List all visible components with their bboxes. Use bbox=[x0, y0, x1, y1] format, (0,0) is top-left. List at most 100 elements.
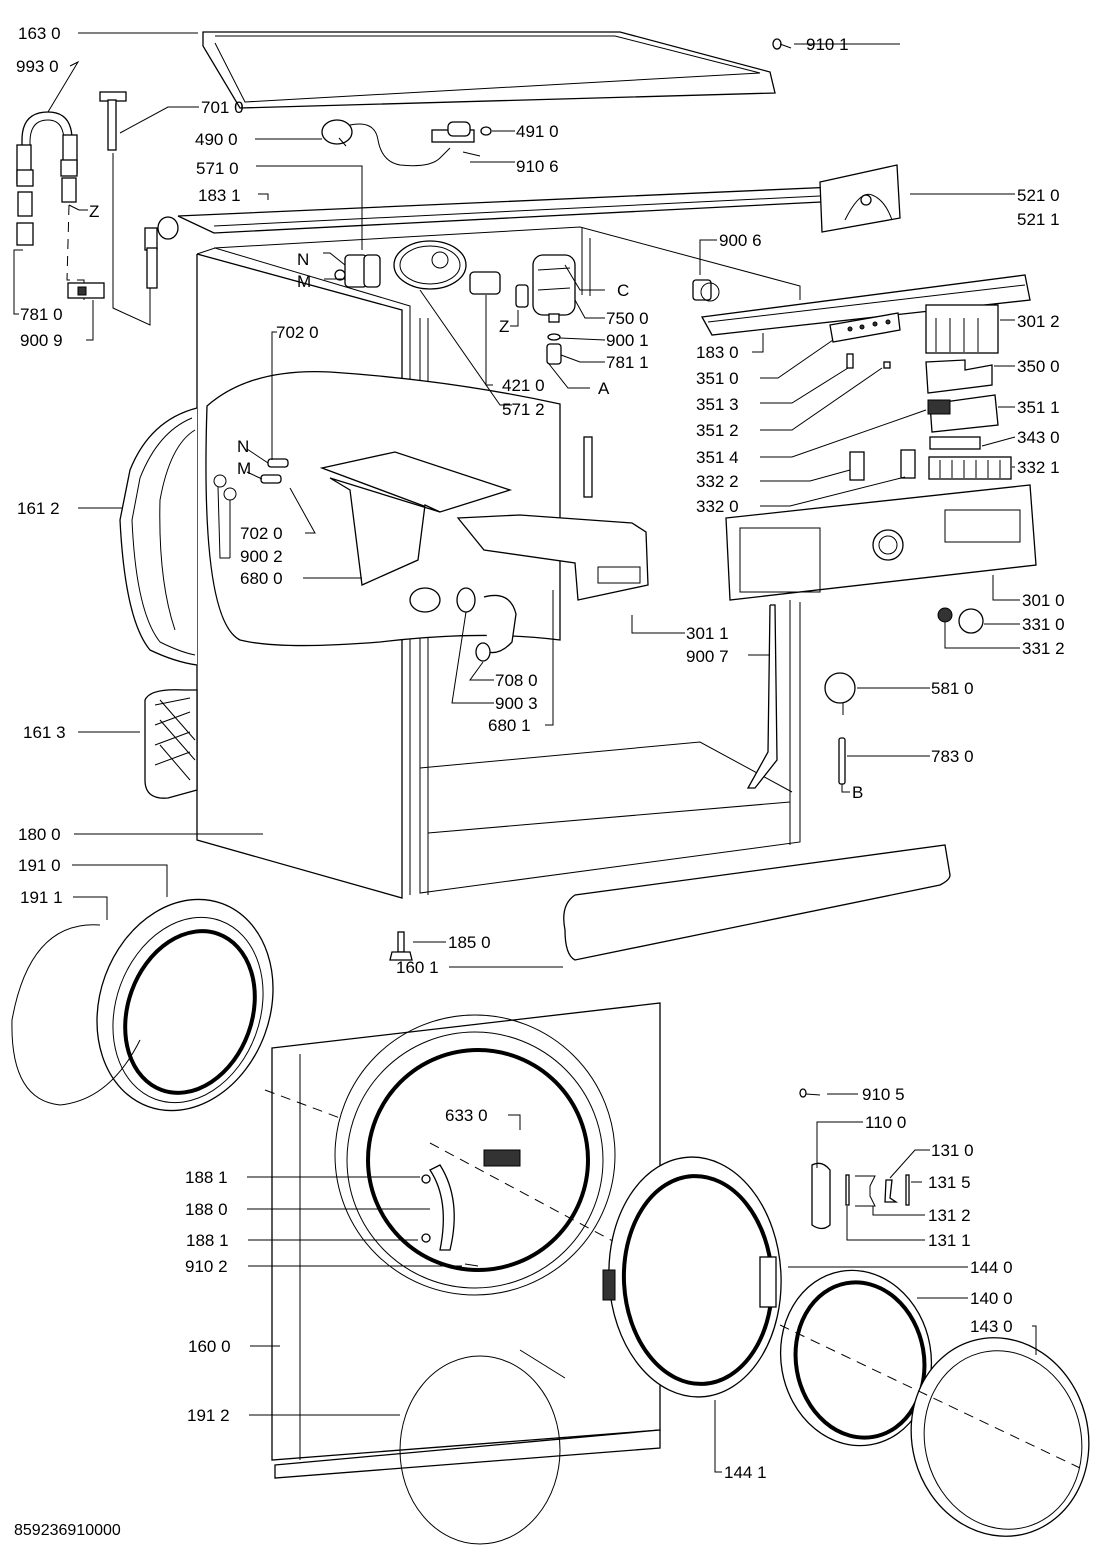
part-light-guide-351-3 bbox=[846, 353, 854, 369]
part-kick-plate bbox=[563, 844, 951, 961]
label-191-0: 191 0 bbox=[18, 856, 61, 875]
part-inlet-hose bbox=[99, 91, 179, 326]
label-581-0: 581 0 bbox=[931, 679, 974, 698]
label-n-top: N bbox=[297, 250, 309, 269]
part-ring-900-1 bbox=[547, 333, 561, 341]
label-708-0: 708 0 bbox=[495, 671, 538, 690]
label-183-0: 183 0 bbox=[696, 343, 739, 362]
label-332-0: 332 0 bbox=[696, 497, 739, 516]
label-781-0: 781 0 bbox=[20, 305, 63, 324]
part-control-panel bbox=[725, 484, 1037, 601]
part-electronic-board bbox=[925, 304, 999, 354]
label-351-2: 351 2 bbox=[696, 421, 739, 440]
part-screw-910-1 bbox=[772, 38, 792, 50]
label-680-0: 680 0 bbox=[240, 569, 283, 588]
part-door-glass bbox=[779, 1269, 933, 1447]
label-351-4: 351 4 bbox=[696, 448, 739, 467]
label-301-2: 301 2 bbox=[1017, 312, 1060, 331]
part-labels: 163 0 993 0 701 0 490 0 491 0 910 1 910 … bbox=[16, 24, 1065, 1482]
part-control-rail bbox=[700, 274, 1031, 336]
part-seal-wire bbox=[399, 1349, 566, 1545]
part-filter-cover bbox=[144, 689, 198, 799]
label-131-0: 131 0 bbox=[931, 1141, 974, 1160]
label-910-5: 910 5 bbox=[862, 1085, 905, 1104]
part-door-frame bbox=[602, 1156, 782, 1398]
label-900-3: 900 3 bbox=[495, 694, 538, 713]
label-701-0: 701 0 bbox=[201, 98, 244, 117]
label-160-1: 160 1 bbox=[396, 958, 439, 977]
part-hose-clamp-900-3 bbox=[456, 587, 476, 613]
label-131-2: 131 2 bbox=[928, 1206, 971, 1225]
part-handle-hook bbox=[884, 1179, 899, 1203]
part-handle-spring bbox=[855, 1175, 876, 1207]
part-door-handle bbox=[811, 1162, 831, 1230]
label-c: C bbox=[617, 281, 629, 300]
part-front-panel bbox=[271, 1002, 661, 1479]
label-332-1: 332 1 bbox=[1017, 458, 1060, 477]
label-110-0: 110 0 bbox=[865, 1113, 906, 1132]
label-180-0: 180 0 bbox=[18, 825, 61, 844]
leader-lines bbox=[13, 32, 1037, 1473]
document-number: 859236910000 bbox=[14, 1522, 121, 1539]
part-handle-rod bbox=[905, 1174, 910, 1206]
label-343-0: 343 0 bbox=[1017, 428, 1060, 447]
part-mains-cable bbox=[321, 119, 451, 167]
label-351-0: 351 0 bbox=[696, 369, 739, 388]
part-handle-pin bbox=[845, 1174, 850, 1206]
part-drain-hose-bend bbox=[16, 111, 85, 300]
part-hinge bbox=[421, 1164, 455, 1251]
label-131-1: 131 1 bbox=[928, 1231, 971, 1250]
part-dispenser-drawer bbox=[456, 514, 649, 601]
part-tube-m bbox=[260, 474, 282, 484]
label-331-2: 331 2 bbox=[1022, 639, 1065, 658]
part-hose-781-1 bbox=[546, 343, 562, 365]
label-350-0: 350 0 bbox=[1017, 357, 1060, 376]
part-screw-910-2 bbox=[464, 1263, 479, 1267]
label-571-0: 571 0 bbox=[196, 159, 239, 178]
label-781-1: 781 1 bbox=[606, 353, 649, 372]
label-900-1: 900 1 bbox=[606, 331, 649, 350]
part-inlet-valve bbox=[334, 254, 381, 288]
label-702-0-top: 702 0 bbox=[276, 323, 319, 342]
label-301-0: 301 0 bbox=[1022, 591, 1065, 610]
label-910-6: 910 6 bbox=[516, 157, 559, 176]
label-491-0: 491 0 bbox=[516, 122, 559, 141]
part-display-343 bbox=[929, 436, 981, 450]
label-188-0: 188 0 bbox=[185, 1200, 228, 1219]
part-button-strip bbox=[829, 312, 901, 343]
label-185-0: 185 0 bbox=[448, 933, 491, 952]
assembly-axis-door bbox=[779, 1324, 1081, 1469]
label-750-0: 750 0 bbox=[606, 309, 649, 328]
part-heater-reservoir bbox=[532, 254, 576, 323]
part-light-guide-351-2 bbox=[883, 361, 891, 369]
label-351-1: 351 1 bbox=[1017, 398, 1060, 417]
label-z-mid: Z bbox=[499, 317, 509, 336]
label-163-0: 163 0 bbox=[18, 24, 61, 43]
part-bellows-hose bbox=[475, 594, 517, 662]
part-rear-seal-frame bbox=[119, 407, 198, 666]
label-421-0: 421 0 bbox=[502, 376, 545, 395]
part-wiring-harness bbox=[746, 604, 778, 789]
part-key-332-0 bbox=[900, 449, 916, 479]
label-143-0: 143 0 bbox=[970, 1317, 1013, 1336]
label-161-2: 161 2 bbox=[17, 499, 60, 518]
part-hose-bracket bbox=[67, 282, 105, 299]
label-633-0: 633 0 bbox=[445, 1106, 488, 1125]
part-door-seal bbox=[11, 898, 274, 1112]
label-993-0: 993 0 bbox=[16, 57, 59, 76]
label-131-5: 131 5 bbox=[928, 1173, 971, 1192]
label-680-1: 680 1 bbox=[488, 716, 531, 735]
part-top-cover bbox=[202, 31, 776, 109]
part-display-pcb bbox=[925, 359, 993, 394]
label-702-0: 702 0 bbox=[240, 524, 283, 543]
label-188-1-bottom: 188 1 bbox=[186, 1231, 229, 1250]
part-door-lock bbox=[483, 1149, 521, 1167]
label-183-1: 183 1 bbox=[198, 186, 241, 205]
label-301-1: 301 1 bbox=[686, 624, 729, 643]
label-910-2: 910 2 bbox=[185, 1257, 228, 1276]
label-490-0: 490 0 bbox=[195, 130, 238, 149]
label-b: B bbox=[852, 783, 863, 802]
part-knob bbox=[937, 607, 984, 634]
label-521-1: 521 1 bbox=[1017, 210, 1060, 229]
